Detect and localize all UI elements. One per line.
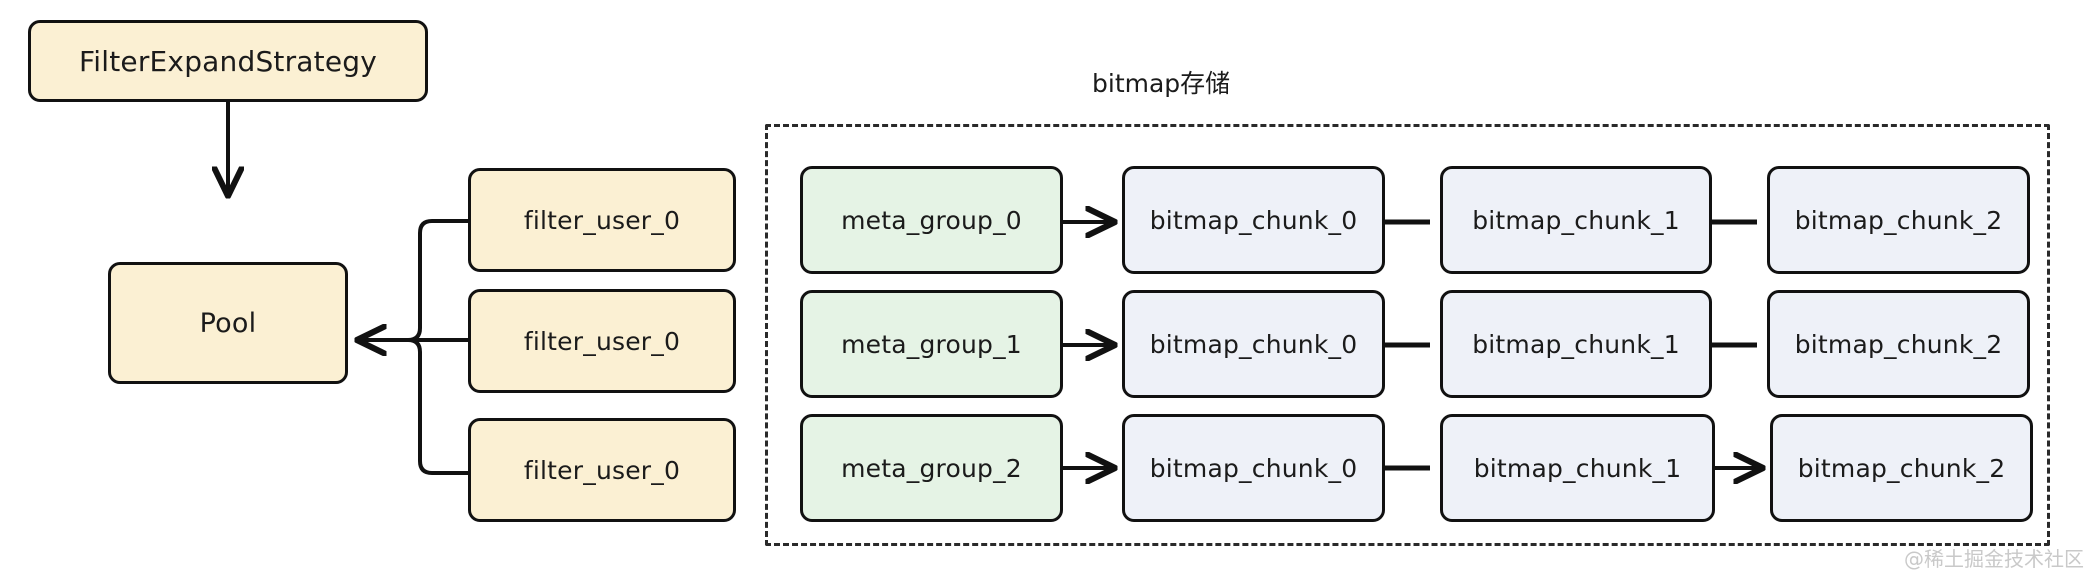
node-label: bitmap_chunk_1 bbox=[1472, 205, 1680, 235]
node-label: bitmap_chunk_0 bbox=[1149, 453, 1358, 483]
node-filter-user-1[interactable]: filter_user_0 bbox=[468, 289, 736, 393]
node-label: meta_group_0 bbox=[841, 205, 1022, 235]
node-row1-bitmap-chunk-1[interactable]: bitmap_chunk_1 bbox=[1440, 290, 1712, 398]
node-filter-expand-strategy[interactable]: FilterExpandStrategy bbox=[28, 20, 428, 102]
bitmap-group-title: bitmap存储 bbox=[1092, 69, 1231, 98]
node-row0-bitmap-chunk-1[interactable]: bitmap_chunk_1 bbox=[1440, 166, 1712, 274]
node-label: filter_user_0 bbox=[523, 205, 681, 235]
node-label: bitmap_chunk_2 bbox=[1794, 329, 2003, 359]
node-label: bitmap_chunk_0 bbox=[1149, 205, 1358, 235]
node-label: Pool bbox=[199, 307, 257, 339]
edge-filter2-to-pool bbox=[368, 338, 468, 475]
node-meta-group-0[interactable]: meta_group_0 bbox=[800, 166, 1063, 274]
node-label: bitmap_chunk_2 bbox=[1794, 205, 2003, 235]
node-row0-bitmap-chunk-2[interactable]: bitmap_chunk_2 bbox=[1767, 166, 2030, 274]
node-row0-bitmap-chunk-0[interactable]: bitmap_chunk_0 bbox=[1122, 166, 1385, 274]
node-row1-bitmap-chunk-0[interactable]: bitmap_chunk_0 bbox=[1122, 290, 1385, 398]
node-row1-bitmap-chunk-2[interactable]: bitmap_chunk_2 bbox=[1767, 290, 2030, 398]
watermark: @稀土掘金技术社区 bbox=[1904, 547, 2084, 571]
node-pool[interactable]: Pool bbox=[108, 262, 348, 384]
node-filter-user-2[interactable]: filter_user_0 bbox=[468, 418, 736, 522]
node-filter-user-0[interactable]: filter_user_0 bbox=[468, 168, 736, 272]
node-row2-bitmap-chunk-2[interactable]: bitmap_chunk_2 bbox=[1770, 414, 2033, 522]
node-label: FilterExpandStrategy bbox=[78, 44, 378, 78]
node-label: meta_group_2 bbox=[841, 453, 1022, 483]
node-label: filter_user_0 bbox=[523, 326, 681, 356]
node-meta-group-1[interactable]: meta_group_1 bbox=[800, 290, 1063, 398]
node-label: bitmap_chunk_2 bbox=[1797, 453, 2006, 483]
bitmap-group-container bbox=[765, 124, 2050, 546]
node-meta-group-2[interactable]: meta_group_2 bbox=[800, 414, 1063, 522]
node-label: filter_user_0 bbox=[523, 455, 681, 485]
node-label: bitmap_chunk_1 bbox=[1472, 329, 1680, 359]
node-label: meta_group_1 bbox=[841, 329, 1022, 359]
node-row2-bitmap-chunk-0[interactable]: bitmap_chunk_0 bbox=[1122, 414, 1385, 522]
node-row2-bitmap-chunk-1[interactable]: bitmap_chunk_1 bbox=[1440, 414, 1715, 522]
node-label: bitmap_chunk_1 bbox=[1473, 453, 1682, 483]
node-label: bitmap_chunk_0 bbox=[1149, 329, 1358, 359]
edge-filter0-to-pool bbox=[368, 219, 468, 342]
